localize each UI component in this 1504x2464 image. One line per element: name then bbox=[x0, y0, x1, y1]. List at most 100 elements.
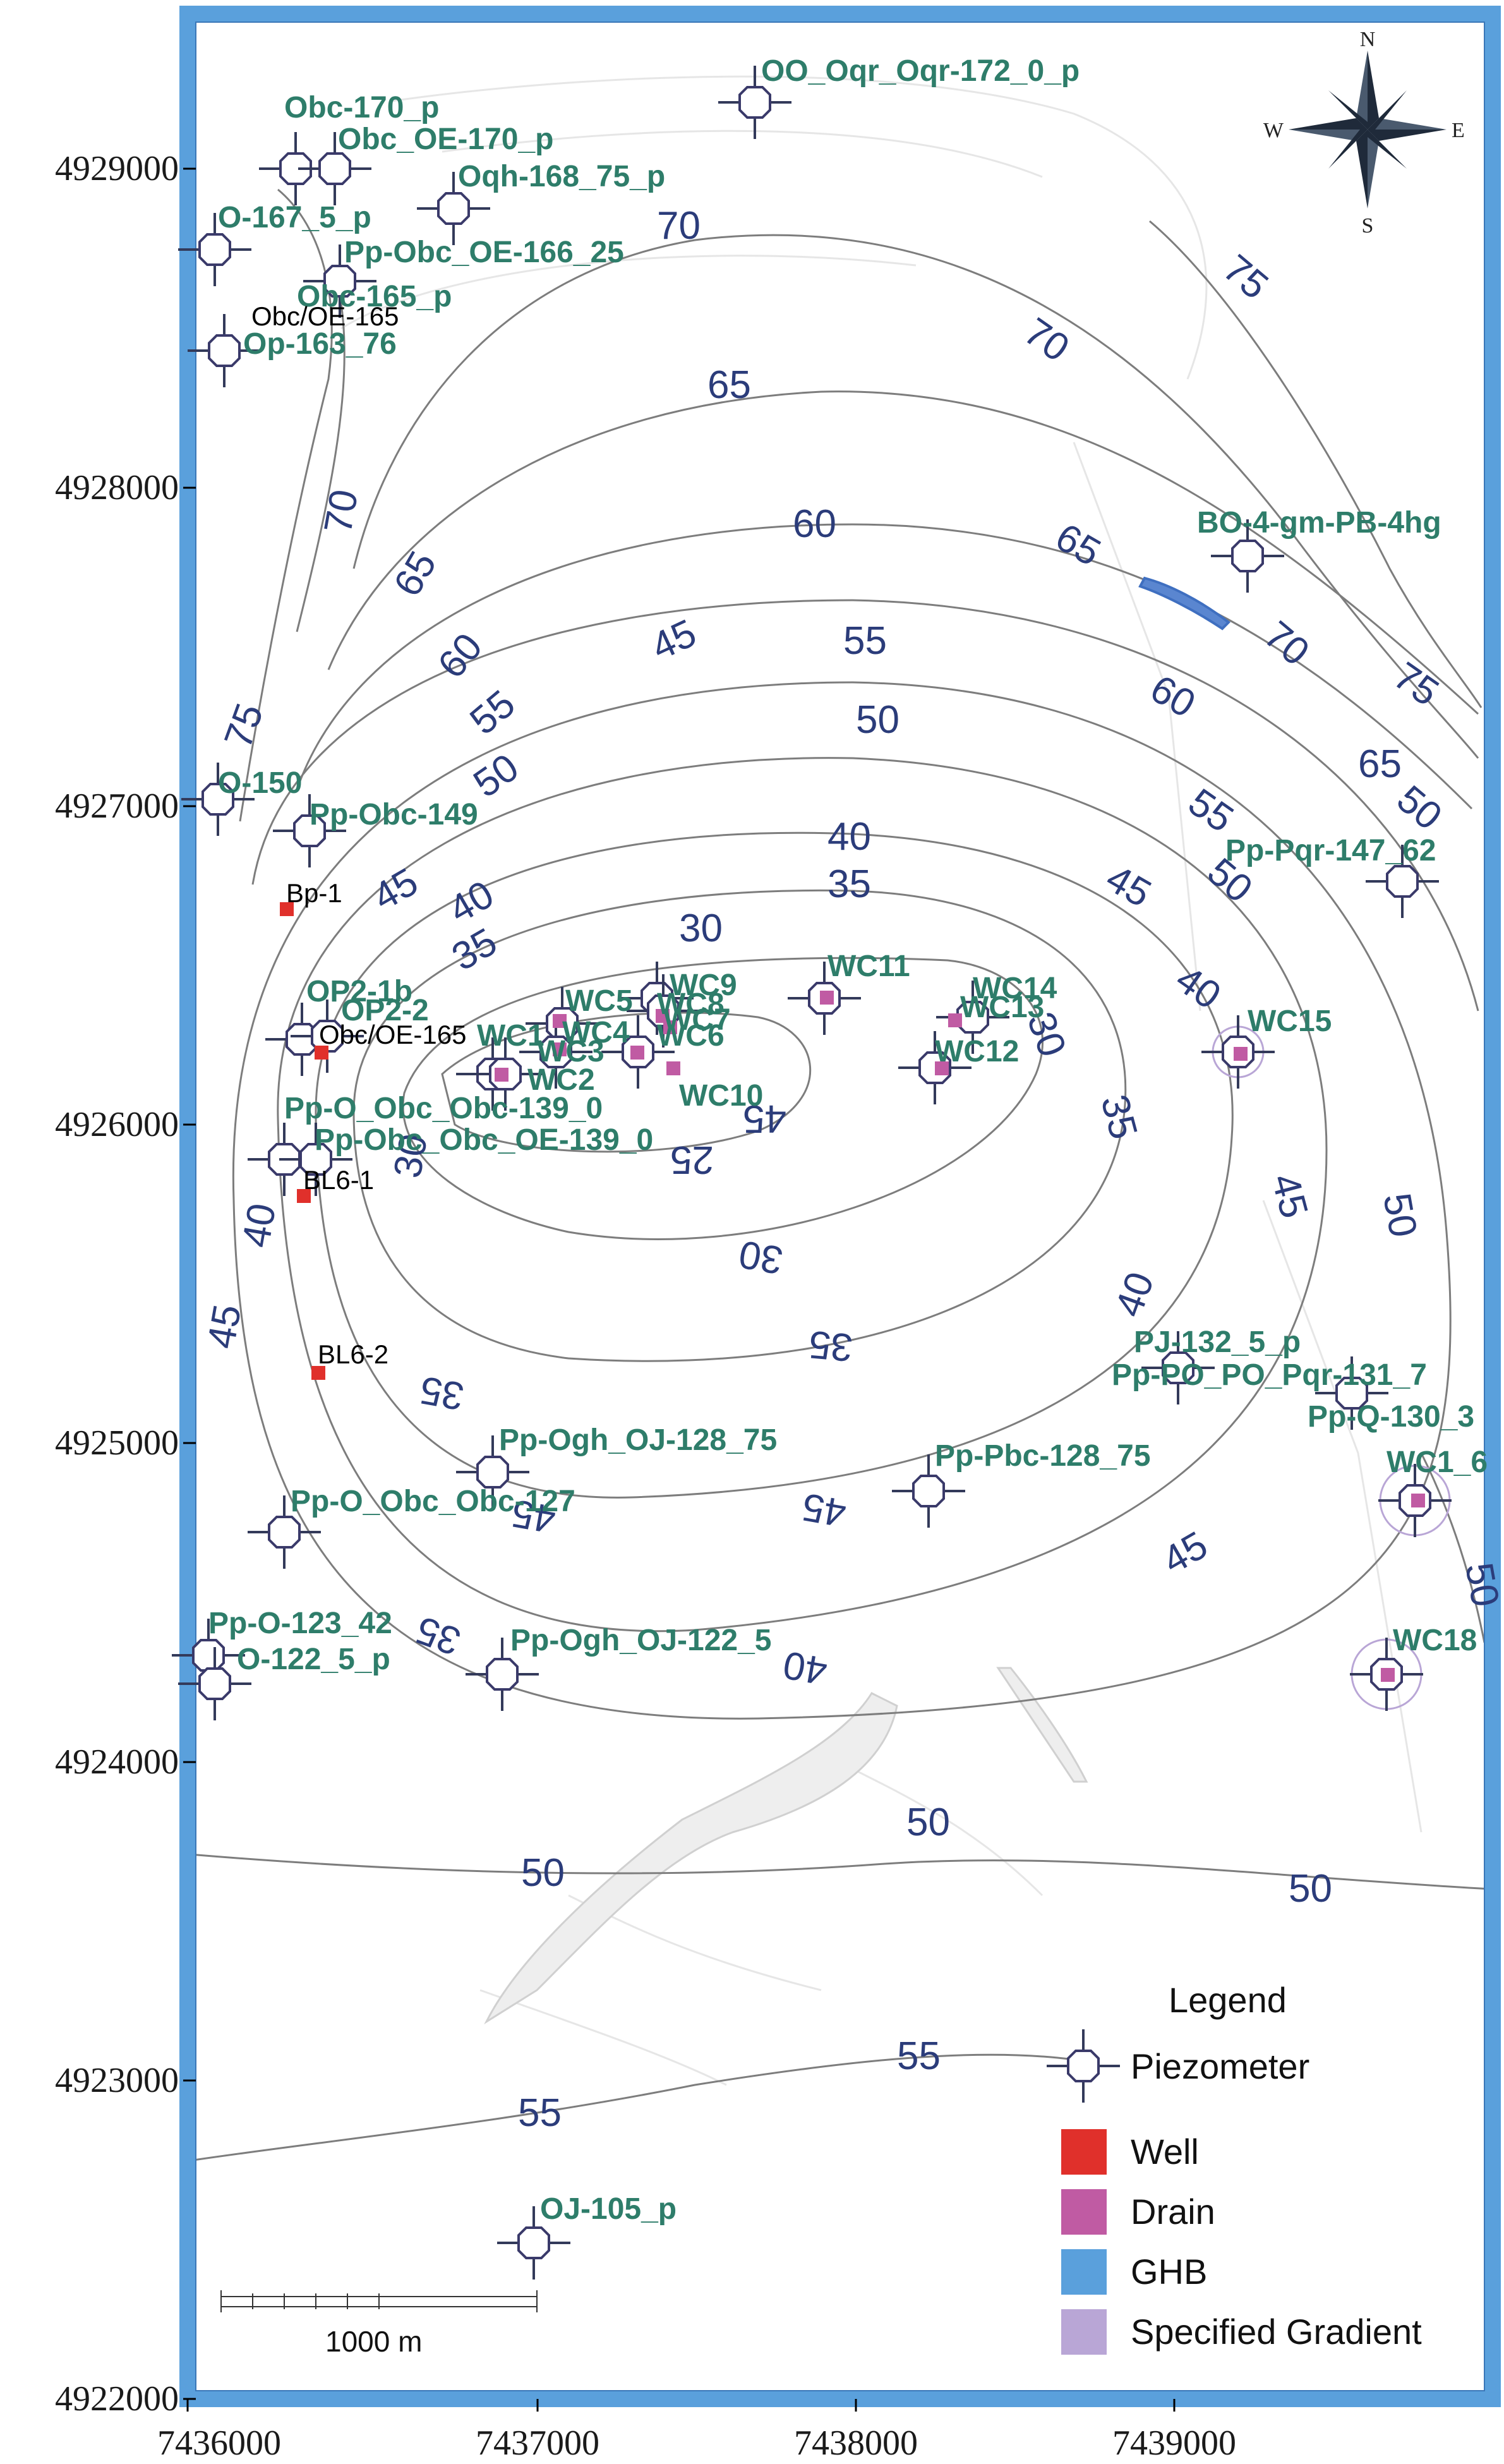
drains bbox=[495, 991, 1425, 1682]
well-label: BL6-2 bbox=[318, 1339, 388, 1369]
drain-labels: WC11 WC14 WC13 WC12 WC15 WC9 WC5 WC8 WC7… bbox=[477, 950, 1488, 1657]
drain-marker bbox=[1381, 1668, 1395, 1682]
contour-70-west bbox=[296, 303, 346, 632]
contour-label: 50 bbox=[1289, 1867, 1332, 1911]
wells bbox=[280, 902, 328, 1380]
piezometer-label: Obc-165_p bbox=[297, 280, 452, 313]
river-feature bbox=[484, 1667, 1088, 2025]
drain-marker bbox=[1234, 1047, 1248, 1061]
contour-70 bbox=[352, 234, 1479, 759]
contour-label: 35 bbox=[807, 1322, 855, 1370]
piezometer-label: BO-4-gm-PB-4hg bbox=[1197, 506, 1441, 540]
piezometer-label: OP2-1b bbox=[306, 975, 412, 1008]
drain-marker bbox=[495, 1068, 508, 1082]
contour-65 bbox=[327, 390, 1479, 715]
piezometer-label: Pp-O_Obc_Obc-127 bbox=[291, 1485, 575, 1518]
y-tick-label: 4922000 bbox=[55, 2379, 179, 2419]
contour-label: 30 bbox=[385, 1131, 436, 1181]
y-tick-label: 4929000 bbox=[55, 149, 179, 188]
drain-label: WC11 bbox=[827, 950, 910, 983]
piezometer-label: Pp-Ogh_OJ-128_75 bbox=[499, 1423, 777, 1457]
contour-45 bbox=[277, 757, 1328, 1633]
contour-label: 45 bbox=[743, 1097, 786, 1140]
contour-label: 45 bbox=[199, 1301, 250, 1352]
head-contours bbox=[189, 188, 1491, 2162]
drain-label: WC6 bbox=[657, 1019, 725, 1053]
compass-north-label: N bbox=[1360, 28, 1376, 51]
y-axis: 4929000 4928000 4927000 4926000 4925000 … bbox=[55, 149, 196, 2419]
contour-label: 50 bbox=[906, 1801, 950, 1844]
map-background bbox=[188, 14, 1493, 2399]
contour-label: 50 bbox=[521, 1851, 565, 1895]
well-marker bbox=[297, 1189, 311, 1203]
drain-label: WC8 bbox=[657, 987, 725, 1021]
contour-label: 30 bbox=[736, 1232, 786, 1283]
contour-label: 70 bbox=[657, 204, 701, 248]
x-tick-label: 7438000 bbox=[794, 2424, 918, 2463]
drain-marker bbox=[553, 1014, 567, 1028]
drain-label: WC12 bbox=[935, 1035, 1019, 1068]
piezometer-labels: OO_Oqr_Oqr-172_0_p Obc-170_p Obc_OE-170_… bbox=[208, 54, 1474, 2226]
piezometer-label: Pp-Obc_Obc_OE-139_0 bbox=[315, 1123, 653, 1157]
contour-label: 50 bbox=[1375, 1190, 1425, 1241]
drain-marker bbox=[553, 1042, 567, 1056]
well-marker bbox=[315, 1046, 328, 1060]
drain-label: WC5 bbox=[565, 984, 633, 1018]
contour-label: 30 bbox=[679, 907, 723, 950]
contour-label: 60 bbox=[793, 502, 836, 546]
piezometer-label: Pp-Pbc-128_75 bbox=[935, 1439, 1151, 1473]
piezometer-label: Obc_OE-170_p bbox=[338, 123, 553, 156]
specified-gradient-swatch bbox=[1061, 2309, 1107, 2355]
contour-label: 55 bbox=[843, 619, 887, 663]
drain-label: WC18 bbox=[1393, 1624, 1477, 1657]
contour-label: 70 bbox=[316, 486, 366, 537]
well-labels: Obc/OE-165 Bp-1 Obc/OE-165 BL6-1 BL6-2 bbox=[251, 301, 466, 1369]
y-tick-label: 4923000 bbox=[55, 2061, 179, 2100]
piezometer-label: Obc/OE-165 bbox=[319, 1020, 466, 1049]
contour-label: 45 bbox=[508, 1491, 559, 1542]
contour-label: 40 bbox=[827, 815, 871, 859]
piezometer-label: Pp-Pqr-147_62 bbox=[1225, 834, 1436, 867]
drain-label: WC4 bbox=[562, 1016, 630, 1049]
contour-label: 25 bbox=[670, 1138, 714, 1181]
compass-west-label: W bbox=[1263, 119, 1284, 142]
drain-swatch bbox=[1061, 2189, 1107, 2235]
piezometer-label: Pp-PO_PO_Pqr-131_7 bbox=[1112, 1358, 1427, 1392]
legend-label: Piezometer bbox=[1131, 2046, 1309, 2086]
drain-marker bbox=[935, 1061, 949, 1075]
legend-title: Legend bbox=[1169, 1980, 1287, 2020]
piezometer-label: Pp-Obc-149 bbox=[310, 798, 478, 831]
contour-40 bbox=[315, 831, 1234, 1499]
contour-35 bbox=[352, 889, 1127, 1362]
piezometer-label: Pp-Q-130_3 bbox=[1308, 1400, 1474, 1434]
well-label: Bp-1 bbox=[286, 878, 342, 908]
contour-label: 65 bbox=[1358, 742, 1402, 786]
contour-label: 40 bbox=[780, 1643, 831, 1693]
piezometer-label: Obc-170_p bbox=[284, 91, 439, 124]
drain-marker bbox=[820, 991, 834, 1005]
contour-label: 35 bbox=[827, 862, 871, 906]
y-tick-label: 4927000 bbox=[55, 787, 179, 826]
contour-50-east bbox=[1420, 1452, 1486, 1643]
piezometer-label: PJ-132_5_p bbox=[1134, 1326, 1301, 1359]
well-label: BL6-1 bbox=[303, 1165, 374, 1195]
piezometer-label: OO_Oqr_Oqr-172_0_p bbox=[761, 54, 1080, 88]
piezometer-label: OP2-2 bbox=[341, 994, 429, 1027]
piezometer-label: O-122_5_p bbox=[237, 1643, 390, 1676]
contour-label: 65 bbox=[707, 363, 751, 407]
contour-label: 35 bbox=[417, 1368, 467, 1418]
contour-label: 55 bbox=[897, 2034, 941, 2078]
drain-marker bbox=[656, 1009, 670, 1023]
drain-label: WC10 bbox=[679, 1079, 763, 1113]
legend-label: Well bbox=[1131, 2132, 1199, 2171]
drain-label: WC9 bbox=[670, 969, 737, 1002]
scale-bar-label: 1000 m bbox=[325, 2325, 422, 2358]
contour-50-south bbox=[189, 1853, 1491, 1890]
contour-60 bbox=[296, 523, 1473, 810]
x-tick-label: 7436000 bbox=[157, 2424, 281, 2463]
y-tick-label: 4925000 bbox=[55, 1423, 179, 1463]
drain-label: WC1 bbox=[477, 1019, 544, 1053]
frame-inner-line bbox=[195, 21, 1485, 2391]
contour-30 bbox=[402, 957, 1044, 1240]
